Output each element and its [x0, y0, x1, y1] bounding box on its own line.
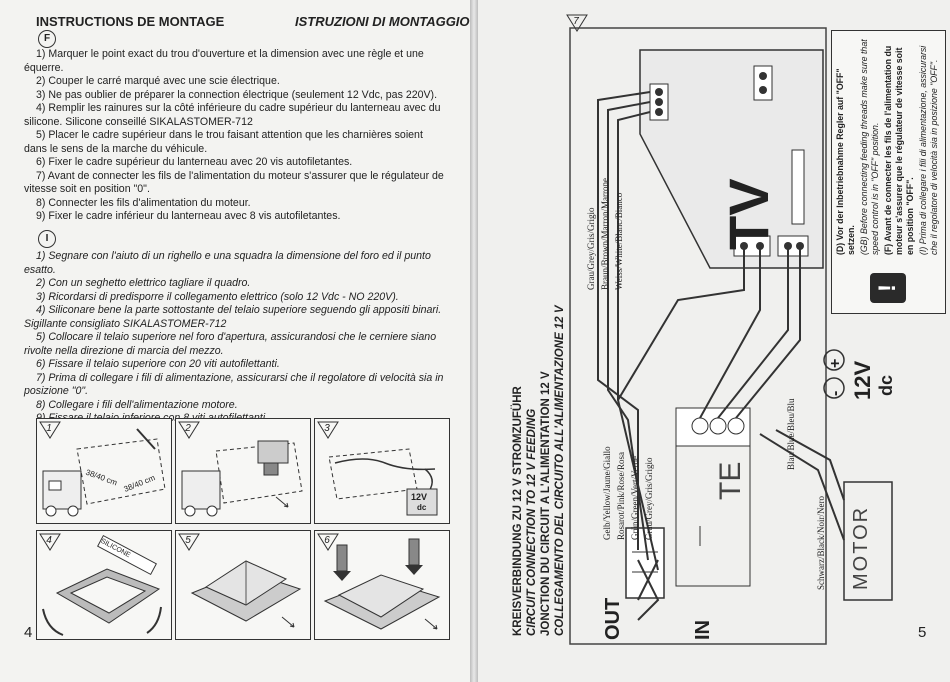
figure-2: 2 — [175, 418, 311, 524]
fr-step: 8) Connecter les fils d'alimentation du … — [36, 196, 251, 209]
in-label: IN — [692, 620, 714, 640]
figure-4: 4 SILICONE — [36, 530, 172, 640]
out-label: OUT — [602, 597, 624, 640]
left-page: INSTRUCTIONS DE MONTAGE ISTRUZIONI DI MO… — [0, 0, 470, 682]
it-step: 4) Siliconare bene la parte sottostante … — [24, 304, 442, 330]
wire-label-pink: Rosarot/Pink/Rose/Rosa — [616, 451, 626, 540]
warning-box: ! (D) Vor der Inbetriebnahme Regler auf … — [831, 30, 946, 314]
screw-fixing-drawing — [323, 538, 441, 630]
circuit-caption-fr: JONCTION DU CIRCUIT A L'ALIMENTATION 12 … — [540, 371, 552, 636]
it-step: 7) Prima di collegare i fili di alimenta… — [24, 371, 444, 398]
fr-step: 6) Fixer le cadre supérieur du lanternea… — [36, 156, 353, 168]
wire-label-white: Weiss/White/Blanc/Bianco — [614, 192, 624, 290]
figure-5: 5 — [175, 530, 311, 640]
figure-4-number: 4 — [39, 533, 65, 553]
fr-step: 5) Placer le cadre supérieur dans le tro… — [24, 129, 423, 155]
wire-label-gray: Grau/Grey/Gris/Grigio — [586, 207, 596, 290]
circuit-caption-de: KREISVERBINDUNG ZU 12 V STROMZUFÜHR — [512, 386, 524, 636]
header-it: ISTRUZIONI DI MONTAGGIO — [295, 14, 470, 29]
te-label: TE — [714, 461, 747, 500]
circuit-caption-it: COLLEGAMENTO DEL CIRCUITO ALL'ALIMENTAZI… — [554, 305, 566, 637]
figure-6-number: 6 — [317, 533, 343, 553]
it-steps-list: 1) Segnare con l'aiuto di un righello e … — [24, 250, 444, 426]
flag-fr-icon: F — [38, 30, 56, 48]
fr-step: 9) Fixer le cadre inférieur du lanternea… — [36, 210, 341, 222]
it-step: 6) Fissare il telaio superiore con 20 vi… — [36, 358, 280, 370]
fr-step: 2) Couper le carré marqué avec une scie … — [36, 75, 280, 87]
figure-5-number: 5 — [178, 533, 204, 553]
jigsaw-cut-drawing — [181, 440, 303, 517]
figure-3-number: 3 — [317, 421, 343, 441]
fr-step: 7) Avant de connecter les fils de l'alim… — [24, 169, 444, 196]
circuit-caption-gb: CIRCUIT CONNECTION TO 12 V FEEDING — [526, 408, 538, 636]
wire-label-gray-in: Grau/Grey/Gris/Grigio — [644, 457, 654, 540]
it-step: 5) Collocare il telaio superiore nel for… — [24, 331, 437, 357]
wiring-diagram — [569, 27, 893, 645]
hole-marking-drawing — [42, 428, 166, 517]
fr-steps-list: 1) Marquer le point exact du trou d'ouve… — [24, 48, 444, 224]
figure-2-number: 2 — [178, 421, 204, 441]
figure-1-number: 1 — [39, 421, 65, 441]
page-number-left: 4 — [24, 624, 33, 641]
figure-7-number: 7 — [566, 14, 592, 34]
silicone-frame-drawing — [42, 534, 162, 636]
it-step: 1) Segnare con l'aiuto di un righello e … — [24, 250, 431, 276]
figure-1: 1 38/40 cm 38/40 cm — [36, 418, 172, 524]
wire-label-black: Schwarz/Black/Noir/Nero — [816, 496, 826, 590]
wire-label-yellow: Gelb/Yellow/Jaune/Giallo — [602, 446, 612, 540]
polarity-plus: + — [827, 358, 844, 368]
fr-step: 3) Ne pas oublier de préparer la connect… — [36, 88, 438, 101]
warning-content: ! (D) Vor der Inbetriebnahme Regler auf … — [832, 33, 945, 313]
it-step: 8) Collegare i fili dell'alimentazione m… — [36, 398, 238, 411]
motor-label: MOTOR — [850, 505, 872, 590]
fr-step: 1) Marquer le point exact du trou d'ouve… — [24, 48, 424, 74]
warning-de: (D) Vor der Inbetriebnahme Regler auf "O… — [835, 68, 856, 255]
warning-fr: (F) Avant de connecter les fils de l'ali… — [883, 45, 915, 255]
battery-voltage: 12V — [411, 492, 428, 502]
book-spine — [470, 0, 478, 682]
figure-6: 6 — [314, 530, 450, 640]
vent-placement-drawing — [190, 560, 302, 628]
wire-label-blue: Blau/Blue/Bleu/Blu — [786, 398, 796, 471]
figure-3: 3 12V dc — [314, 418, 450, 524]
wire-label-green: Grün/Green/Vert/Verde — [630, 456, 640, 540]
voltage-type-label: dc — [876, 374, 896, 396]
voltage-label: 12V — [850, 360, 875, 400]
wiring-prep-drawing — [328, 448, 438, 516]
page-number-right: 5 — [918, 624, 927, 641]
fr-step: 4) Remplir les rainures sur la côté infé… — [24, 102, 441, 128]
polarity-minus: - — [827, 390, 844, 396]
it-step: 2) Con un seghetto elettrico tagliare il… — [36, 277, 251, 289]
flag-it-icon: I — [38, 230, 56, 248]
tv-label: TV — [717, 178, 780, 250]
warning-gb: (GB) Before connecting feeding threads m… — [859, 39, 880, 255]
warning-icon: ! — [870, 273, 906, 303]
warning-it: (I) Prima di collegare i fili di aliment… — [918, 45, 939, 255]
header-fr: INSTRUCTIONS DE MONTAGE — [36, 14, 225, 29]
battery-type: dc — [417, 503, 427, 512]
it-step: 3) Ricordarsi di predisporre il collegam… — [36, 290, 399, 303]
wire-label-brown: Braun/Brown/Marron/Marrone — [600, 178, 610, 290]
